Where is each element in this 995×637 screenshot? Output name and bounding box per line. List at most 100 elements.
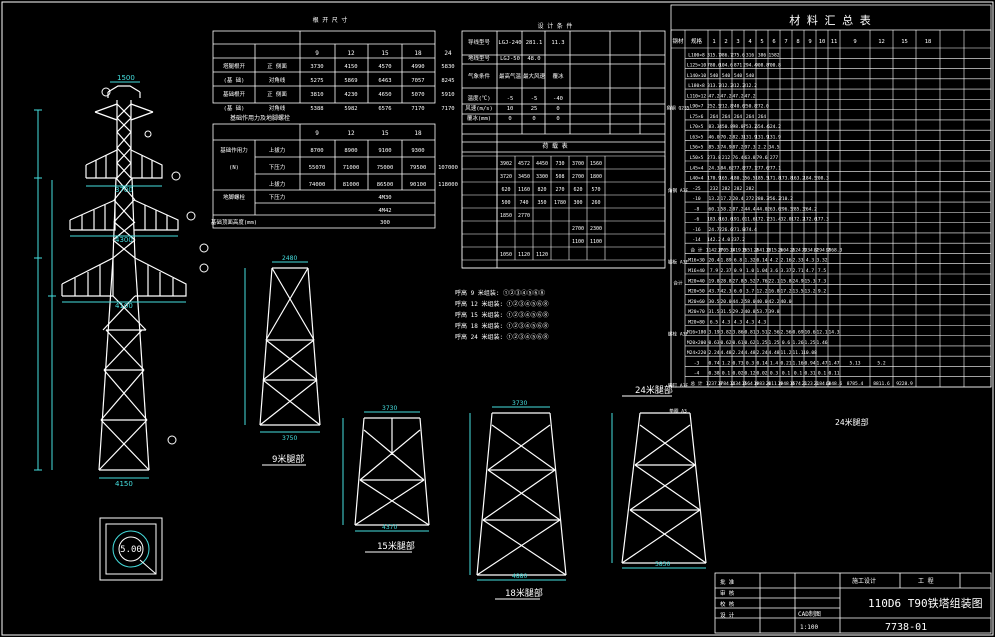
materials-cell: 540 [722,73,731,79]
table-b-cell: 下压力 [269,163,286,171]
materials-cell: 171.8 [767,176,781,182]
materials-cell: 4.7 [806,268,815,274]
materials-cell: 6.8 [734,258,743,264]
materials-cell: 47.2 [732,93,743,99]
table-c2-cell: 740 [519,200,528,206]
materials-cell: 177.3 [815,217,829,223]
leg-9m [259,267,321,426]
materials-cell: 11.1 [792,350,803,356]
table-a-cell: 4150 [344,64,357,70]
materials-cell: 1564.4 [742,381,759,387]
materials-cell: 34.5 [768,145,779,151]
materials-cell: 0.9 [734,268,743,274]
materials-cell: 13.2 [804,289,815,295]
materials-cell: 12.1 [816,330,827,336]
table-b-cell: 86500 [377,182,394,188]
materials-group-label: 脚钉 A3F [668,382,688,389]
materials-cell: 316 [746,52,755,58]
table-c-cell: 0 [508,116,511,122]
materials-cell: 29.2 [732,309,743,315]
table-a-cell: 正 侧面 [267,62,287,70]
materials-header: 6 [772,39,775,45]
materials-cell: L50×5 [690,155,704,161]
materials-header: 3 [736,39,739,45]
materials-cell: 40.0 [780,299,791,305]
materials-cell: 1.25 [756,340,767,346]
height-note: 呼高 18 米组装: ①②③④⑤⑥⑧ [455,322,549,330]
materials-cell: 14.3 [828,330,839,336]
table-c2-cell: 260 [591,200,600,206]
materials-cell: 272 [746,196,755,202]
dim-arm2: 3700 [115,186,133,194]
materials-cell: 312.2 [719,83,733,89]
materials-cell: 2.33 [792,258,803,264]
table-c2-cell: 1850 [500,213,512,219]
leg9-top-dim: 2480 [282,255,297,262]
table-a-cell: (基 础) [224,76,245,84]
table-b-header: 18 [414,130,422,137]
table-c-cell: -40 [553,96,563,102]
leg-15m [354,417,430,526]
materials-cell: L40×4 [690,176,704,182]
table-c2-cell: 350 [537,200,546,206]
materials-cell: 0.73 [732,360,743,366]
materials-cell: 3.19 [708,330,719,336]
table-c2-cell: 2770 [518,213,530,219]
materials-cell: 277.6 [755,165,769,171]
table-a-cell: 塔腿根开 [223,62,246,70]
materials-cell: L75×6 [690,114,704,120]
materials-cell: 277.8 [731,165,745,171]
materials-cell: 20.4 [708,258,719,264]
table-c-cell: 10 [507,106,514,112]
materials-cell: 1.25 [768,340,779,346]
materials-cell: 2.56 [780,330,791,336]
table-a-header: 12 [347,50,355,57]
materials-cell: 4.3 [722,319,731,325]
materials-cell: 24.3 [708,165,719,171]
table-a-cell: 5982 [344,106,357,112]
leg15-base-dim: 4370 [382,524,397,531]
materials-header: 4 [748,39,752,45]
materials-cell: 170.9 [707,176,721,182]
materials-cell: 9228.9 [896,381,913,387]
table-c-cell: 覆冰 [552,72,564,80]
materials-cell: 0.14 [756,258,767,264]
table-a-cell: 7170 [441,106,454,112]
materials-cell: 277 [770,155,779,161]
height-note: 呼高 9 米组装: ①②③④⑤⑥⑧ [455,289,545,297]
materials-cell: 1574.6 [790,381,807,387]
materials-cell: 232 [710,186,719,192]
materials-cell: 2123.6 [802,381,819,387]
materials-cell: 17.2 [780,289,791,295]
materials-cell: 87.2 [732,145,743,151]
table-a-cell: 5910 [441,92,454,98]
leg-18m [476,412,567,576]
materials-cell: 0.02 [756,371,767,377]
materials-cell: 264 [710,114,719,120]
materials-cell: 0.62 [720,340,731,346]
materials-cell: 624.2 [767,124,781,130]
materials-cell: 0.31 [804,371,815,377]
table-b-cell: 基础顶面高度(mm) [211,218,257,226]
materials-cell: 0.38 [708,371,719,377]
materials-cell: 8294.7 [814,247,831,253]
materials-group-label: 角钢 Q235 [666,105,689,112]
table-c-cell: 48.0 [527,56,540,62]
materials-group-label: 角钢 A3F [668,187,688,194]
materials-cell: 4.3 [806,258,815,264]
table-b-cell: 上拔力 [269,180,286,188]
materials-cell: 43.7 [708,289,719,295]
materials-cell: 0.81 [744,330,755,336]
materials-cell: 20.4 [732,196,743,202]
leg-24m-label: 24米腿部 [635,384,673,396]
table-c-cell: 最大风速 [523,72,546,80]
materials-cell: 2184.3 [814,381,831,387]
materials-cell: 44.0 [756,206,767,212]
materials-cell: 8785.4 [847,381,864,387]
materials-cell: 374.4 [743,227,757,233]
materials-cell: 871 [734,63,743,69]
table-c2-cell: 620 [573,187,582,193]
table-b-cell: 74000 [309,182,326,188]
